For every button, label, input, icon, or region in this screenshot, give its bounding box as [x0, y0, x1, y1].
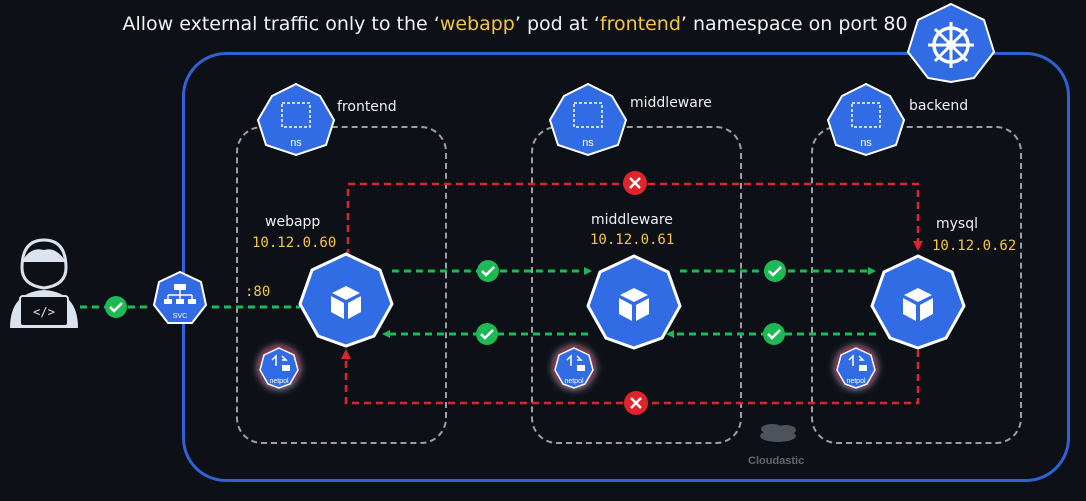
pod-ip-middleware: 10.12.0.61	[590, 232, 675, 248]
netpol-icon: netpol	[552, 345, 596, 389]
netpol-icon: netpol	[257, 345, 301, 389]
check-icon	[105, 296, 127, 318]
title-prefix: Allow external traffic only to the ‘	[122, 13, 440, 35]
ns-text: ns	[860, 137, 872, 149]
user-developer-icon: </>	[10, 238, 78, 328]
namespace-backend-box	[811, 126, 1022, 444]
service-label: SVC	[173, 313, 187, 320]
kubernetes-helm-icon	[906, 2, 996, 84]
ns-text: ns	[290, 137, 302, 149]
pod-name-middleware: middleware	[591, 212, 673, 228]
netpol-label: netpol	[846, 378, 866, 385]
check-icon	[763, 323, 785, 345]
title-middle: ’ pod at ‘	[514, 13, 600, 35]
namespace-label-middleware: middleware	[630, 95, 712, 111]
pod-ip-webapp: 10.12.0.60	[252, 235, 337, 251]
check-icon	[476, 323, 498, 345]
namespace-middleware-box	[531, 126, 742, 444]
pod-cube-icon	[586, 254, 682, 350]
cross-icon	[623, 171, 647, 195]
cloud-logo-icon	[760, 424, 796, 442]
diagram-title: Allow external traffic only to the ‘weba…	[0, 13, 1030, 35]
pod-name-webapp: webapp	[265, 214, 321, 230]
service-icon: SVC	[152, 270, 208, 324]
ns-text: ns	[582, 137, 594, 149]
pod-name-mysql: mysql	[936, 216, 978, 232]
svg-text:</>: </>	[33, 305, 55, 319]
namespace-icon: ns	[256, 82, 336, 157]
netpol-label: netpol	[564, 378, 584, 385]
check-icon	[764, 260, 786, 282]
pod-cube-icon	[298, 252, 394, 348]
brand-text: Cloudastic	[748, 455, 805, 467]
denied-path-top	[346, 182, 923, 256]
title-pod: webapp	[439, 13, 515, 35]
pod-cube-icon	[870, 254, 966, 350]
cross-icon	[624, 391, 648, 415]
namespace-label-frontend: frontend	[337, 99, 397, 115]
namespace-icon: ns	[826, 82, 906, 157]
netpol-label: netpol	[269, 378, 289, 385]
namespace-icon: ns	[548, 82, 628, 157]
check-icon	[477, 260, 499, 282]
namespace-frontend-box	[236, 126, 447, 444]
netpol-icon: netpol	[834, 345, 878, 389]
cluster-boundary	[182, 52, 1070, 482]
title-namespace: frontend	[599, 13, 681, 35]
pod-ip-mysql: 10.12.0.62	[932, 238, 1017, 254]
title-suffix: ’ namespace on port 80	[680, 13, 908, 35]
service-port: :80	[245, 284, 271, 300]
namespace-label-backend: backend	[909, 98, 969, 114]
